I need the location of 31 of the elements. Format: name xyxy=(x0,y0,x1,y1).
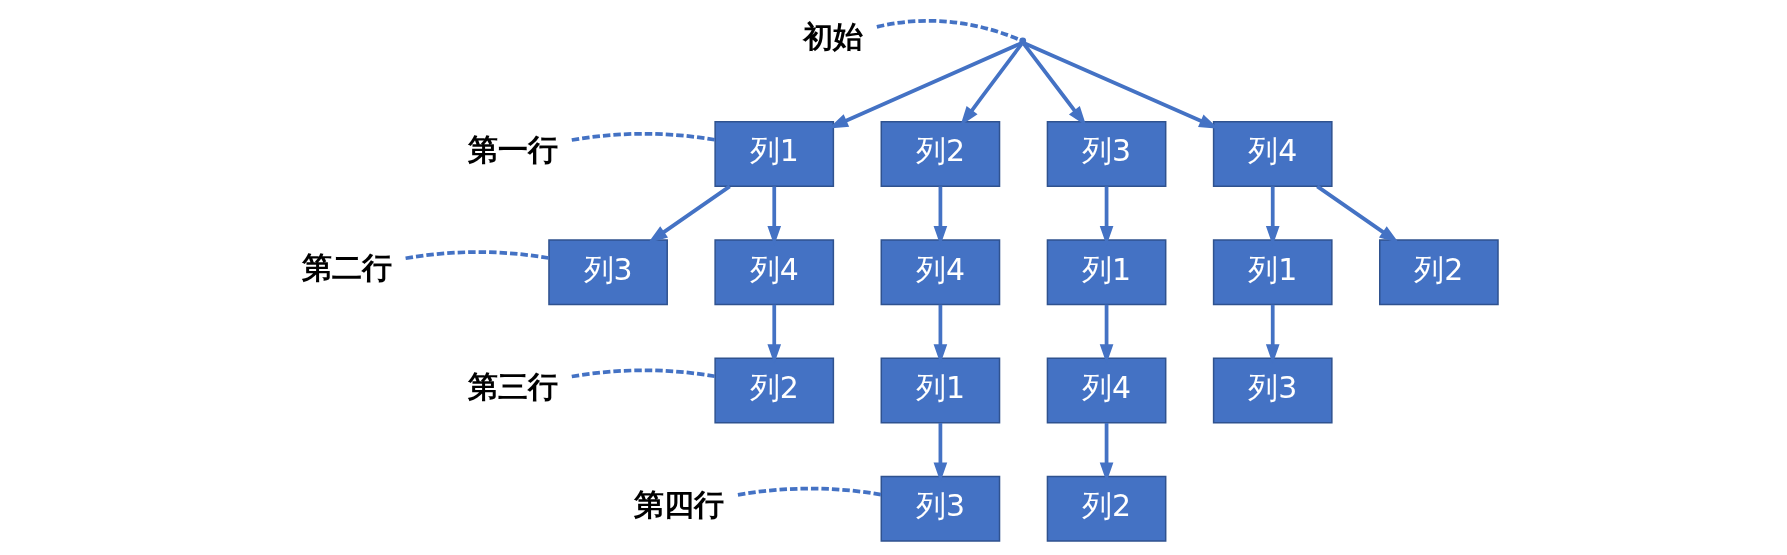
arrow xyxy=(959,42,1023,126)
node-box: 列2 xyxy=(713,357,834,424)
node-box: 列3 xyxy=(1212,357,1333,424)
arrow xyxy=(1315,184,1399,243)
node-box: 列2 xyxy=(1046,475,1166,542)
node-box: 列3 xyxy=(880,475,1000,542)
node-point xyxy=(1018,37,1026,45)
connector xyxy=(570,131,715,142)
node-box: 列1 xyxy=(1212,239,1333,306)
connector xyxy=(571,368,715,379)
node-box: 列1 xyxy=(1046,239,1166,306)
node-box: 列4 xyxy=(880,239,1000,306)
node-text: 第二行 xyxy=(301,250,392,286)
node-box: 列4 xyxy=(713,239,834,306)
node-text: 第三行 xyxy=(467,368,558,404)
node-text: 初始 xyxy=(802,18,863,54)
node-box: 列1 xyxy=(713,121,834,187)
connector xyxy=(404,250,549,261)
node-box: 列3 xyxy=(547,239,668,306)
connector xyxy=(737,486,881,497)
node-box: 列1 xyxy=(880,357,1000,424)
arrow xyxy=(647,184,731,243)
node-box: 列2 xyxy=(880,121,1000,187)
node-box: 列4 xyxy=(1046,357,1166,424)
node-box: 列3 xyxy=(1046,121,1166,187)
arrow xyxy=(1021,42,1086,126)
node-text: 第一行 xyxy=(467,131,558,167)
connector xyxy=(876,18,1021,42)
node-text: 第四行 xyxy=(633,486,724,522)
node-box: 列2 xyxy=(1378,239,1499,306)
node-box: 列4 xyxy=(1212,121,1333,187)
